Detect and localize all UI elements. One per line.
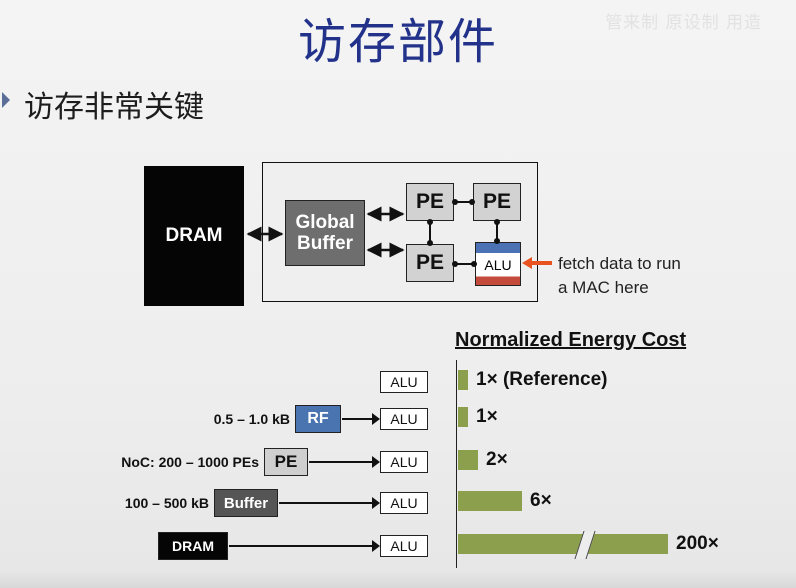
alu-small-box: ALU <box>380 451 428 473</box>
fetch-arrowhead-icon <box>522 257 532 269</box>
energy-bar <box>458 450 478 470</box>
bottom-band <box>0 572 796 588</box>
energy-cost-label: 1× <box>476 406 498 427</box>
alu-small-box: ALU <box>380 535 428 557</box>
energy-bar <box>458 491 522 511</box>
row-arrow <box>309 461 373 463</box>
energy-cost-label: 200× <box>676 533 719 554</box>
row-arrow <box>279 502 373 504</box>
energy-cost-label: 2× <box>486 449 508 470</box>
source-box-dram: DRAM <box>158 532 228 560</box>
energy-bar <box>458 534 668 554</box>
row-size-label: NoC: 200 – 1000 PEs <box>121 454 259 470</box>
slide-title: 访存部件 <box>297 14 498 70</box>
energy-cost-label: 1× (Reference) <box>476 369 608 390</box>
source-box-buffer: Buffer <box>214 489 278 517</box>
row-arrow <box>229 545 373 547</box>
bullet-text: 访存非常关键 <box>24 90 204 125</box>
alu-small-box: ALU <box>380 371 428 393</box>
pe-block-top-right: PE <box>473 183 521 221</box>
energy-bar <box>458 370 468 390</box>
watermark: 管来制 原设制 用造 <box>605 13 762 33</box>
fetch-annotation: fetch data to run a MAC here <box>558 252 681 300</box>
energy-chart-heading: Normalized Energy Cost <box>455 329 687 351</box>
fetch-annotation-line2: a MAC here <box>558 278 649 297</box>
source-box-pe: PE <box>264 448 308 476</box>
alu-small-box: ALU <box>380 408 428 430</box>
row-arrowhead-icon <box>372 413 380 425</box>
dram-block: DRAM <box>144 166 244 306</box>
energy-bar <box>458 407 468 427</box>
global-buffer-block: Global Buffer <box>285 200 365 266</box>
pe-block-top-left: PE <box>406 183 454 221</box>
row-arrow <box>342 418 373 420</box>
row-size-label: 100 – 500 kB <box>124 495 209 511</box>
alu-small-box: ALU <box>380 492 428 514</box>
source-box-rf: RF <box>295 405 341 433</box>
pe-block-bottom-left: PE <box>406 244 454 282</box>
row-arrowhead-icon <box>372 497 380 509</box>
fetch-annotation-line1: fetch data to run <box>558 254 681 273</box>
row-arrowhead-icon <box>372 540 380 552</box>
row-arrowhead-icon <box>372 456 380 468</box>
bullet-arrow-icon <box>2 92 10 108</box>
row-size-label: 0.5 – 1.0 kB <box>213 411 290 427</box>
energy-cost-label: 6× <box>530 490 552 511</box>
chart-axis <box>456 360 457 568</box>
